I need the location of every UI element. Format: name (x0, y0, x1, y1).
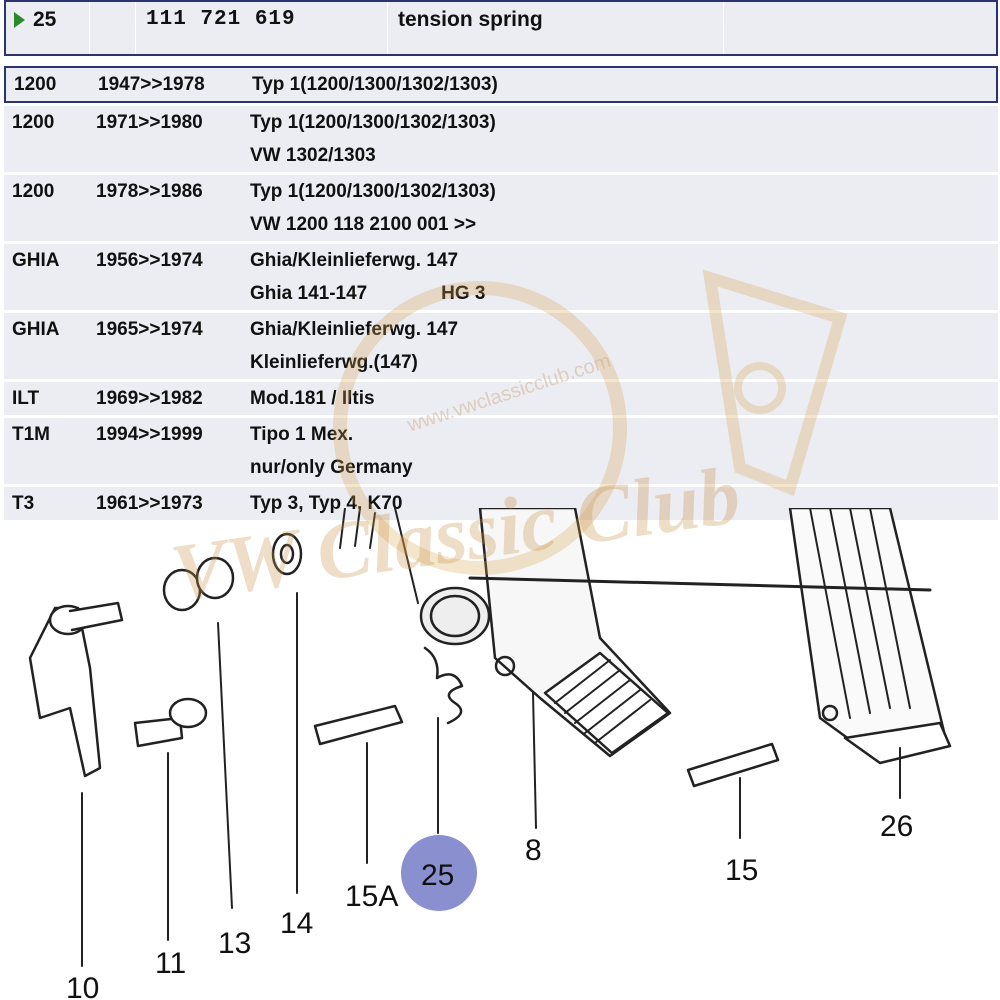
years-cell: 1956>>1974 (96, 250, 203, 271)
washer-14 (271, 532, 303, 576)
table-row[interactable]: GHIA 1965>>1974 Ghia/Kleinlieferwg. 147 … (4, 313, 998, 379)
tension-spring-25 (423, 646, 464, 725)
application-line: Typ 1(1200/1300/1302/1303) (250, 112, 496, 133)
table-row[interactable]: ILT 1969>>1982 Mod.181 / Iltis (4, 382, 998, 415)
table-row[interactable]: GHIA 1956>>1974 Ghia/Kleinlieferwg. 147 … (4, 244, 998, 310)
part-description: tension spring (388, 2, 724, 54)
bolt-11 (133, 716, 184, 748)
model-cell: 1200 (12, 181, 55, 202)
model-cell: GHIA (12, 250, 60, 271)
pedal-rod (468, 576, 932, 592)
years-cell: 1947>>1978 (98, 74, 205, 95)
bushing-13 (162, 568, 202, 612)
years-cell: 1994>>1999 (96, 424, 203, 445)
label-25[interactable]: 25 (421, 859, 454, 892)
application-cell: Mod.181 / Iltis (240, 382, 998, 415)
parts-diagram: 10 11 13 14 15A 25 8 15 26 (28, 508, 952, 1000)
label-10[interactable]: 10 (66, 972, 99, 1000)
model-cell: GHIA (12, 319, 60, 340)
application-cell: Ghia/Kleinlieferwg. 147 Ghia 141-147 HG … (240, 244, 998, 310)
part-number: 111 721 619 (136, 2, 388, 54)
model-cell: T3 (12, 493, 35, 514)
application-cell: Typ 1(1200/1300/1302/1303) VW 1302/1303 (240, 106, 998, 172)
position-number: 25 (33, 8, 57, 31)
label-14[interactable]: 14 (280, 907, 313, 940)
table-row[interactable]: T1M 1994>>1999 Tipo 1 Mex. nur/only Germ… (4, 418, 998, 484)
label-15[interactable]: 15 (725, 854, 758, 887)
application-cell: Typ 1(1200/1300/1302/1303) VW 1200 118 2… (240, 175, 998, 241)
application-line: Typ 3, Typ 4, K70 (250, 493, 403, 514)
label-13[interactable]: 13 (218, 927, 251, 960)
empty-cell (724, 2, 996, 54)
spacer-cell (90, 2, 136, 54)
application-cell: Typ 3, Typ 4, K70 (240, 487, 998, 520)
pedal-pivot (494, 655, 516, 677)
table-row[interactable]: 1200 1947>>1978 Typ 1(1200/1300/1302/130… (4, 66, 998, 103)
position-cell: 25 (6, 2, 90, 54)
pin-15a (313, 704, 404, 746)
application-line: Mod.181 / Iltis (250, 388, 375, 409)
pin-15 (686, 742, 780, 788)
application-line: VW 1200 118 2100 001 >> (250, 214, 477, 235)
years-cell: 1971>>1980 (96, 112, 203, 133)
application-line: Ghia 141-147 HG 3 (250, 283, 486, 304)
application-line: Typ 1(1200/1300/1302/1303) (252, 74, 498, 95)
clip (339, 508, 376, 549)
application-line: Ghia/Kleinlieferwg. 147 (250, 319, 459, 340)
selected-part-header[interactable]: 25 111 721 619 tension spring (4, 0, 998, 56)
label-8[interactable]: 8 (525, 834, 542, 867)
application-table: 1200 1947>>1978 Typ 1(1200/1300/1302/130… (4, 66, 998, 523)
model-cell: ILT (12, 388, 40, 409)
application-cell: Typ 1(1200/1300/1302/1303) (242, 68, 996, 101)
model-cell: 1200 (14, 74, 57, 95)
years-cell: 1978>>1986 (96, 181, 203, 202)
years-cell: 1961>>1973 (96, 493, 203, 514)
years-cell: 1965>>1974 (96, 319, 203, 340)
application-line: Kleinlieferwg.(147) (250, 352, 418, 373)
application-line: Ghia/Kleinlieferwg. 147 (250, 250, 459, 271)
years-cell: 1969>>1982 (96, 388, 203, 409)
application-line: VW 1302/1303 (250, 145, 376, 166)
application-line: Tipo 1 Mex. (250, 424, 354, 445)
application-cell: Tipo 1 Mex. nur/only Germany (240, 418, 998, 484)
model-cell: T1M (12, 424, 50, 445)
application-cell: Ghia/Kleinlieferwg. 147 Kleinlieferwg.(1… (240, 313, 998, 379)
label-11[interactable]: 11 (155, 947, 186, 980)
application-line: Typ 1(1200/1300/1302/1303) (250, 181, 496, 202)
pedal-pad (543, 651, 670, 755)
table-row[interactable]: 1200 1971>>1980 Typ 1(1200/1300/1302/130… (4, 106, 998, 172)
model-cell: 1200 (12, 112, 55, 133)
label-26[interactable]: 26 (880, 810, 913, 843)
play-arrow-icon[interactable] (14, 12, 25, 28)
highlight-circle (401, 835, 477, 911)
pedal-26-body (788, 508, 947, 760)
application-line: nur/only Germany (250, 457, 413, 478)
label-15a[interactable]: 15A (345, 880, 398, 913)
table-row[interactable]: 1200 1978>>1986 Typ 1(1200/1300/1302/130… (4, 175, 998, 241)
